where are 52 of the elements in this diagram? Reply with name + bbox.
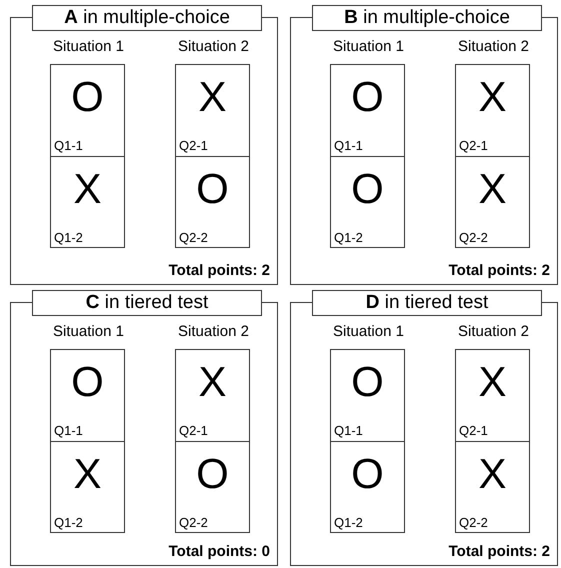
question-label: Q1-1	[54, 138, 83, 153]
answer-mark: X	[477, 73, 508, 121]
question-label: Q1-2	[54, 515, 83, 530]
situation-label: Situation 1	[332, 323, 405, 340]
answer-mark: X	[197, 73, 228, 121]
answer-mark: X	[197, 358, 228, 406]
situation-label: Situation 2	[177, 323, 250, 340]
question-label: Q1-2	[54, 230, 83, 245]
total-points-text: Total points: 2	[448, 543, 550, 560]
panel-title: D in tiered test	[312, 290, 542, 316]
situation-label: Situation 1	[332, 38, 405, 55]
panel-title: C in tiered test	[32, 290, 262, 316]
question-label: Q2-2	[179, 230, 208, 245]
total-points-text: Total points: 2	[448, 262, 550, 279]
situation-label: Situation 2	[457, 323, 530, 340]
panel-frame	[10, 290, 278, 566]
question-label: Q2-1	[179, 138, 208, 153]
question-label: Q2-2	[459, 515, 488, 530]
question-label: Q2-1	[459, 423, 488, 438]
answer-mark: O	[350, 165, 385, 213]
question-label: Q2-2	[179, 515, 208, 530]
panel-title: B in multiple-choice	[312, 5, 542, 31]
answer-mark: O	[350, 358, 385, 406]
situation-label: Situation 2	[177, 38, 250, 55]
total-points-text: Total points: 2	[168, 262, 270, 279]
question-label: Q1-1	[334, 138, 363, 153]
panel-title: A in multiple-choice	[32, 5, 262, 31]
question-label: Q1-1	[334, 423, 363, 438]
panel-frame	[290, 290, 558, 566]
panel-frame	[290, 5, 558, 285]
question-label: Q1-1	[54, 423, 83, 438]
answer-mark: X	[72, 165, 102, 213]
situation-label: Situation 2	[457, 38, 530, 55]
answer-mark: O	[350, 73, 385, 121]
total-points-text: Total points: 0	[168, 543, 270, 560]
question-label: Q1-2	[334, 515, 363, 530]
situation-label: Situation 1	[52, 38, 125, 55]
answer-mark: X	[477, 450, 508, 498]
answer-mark: X	[72, 450, 102, 498]
question-label: Q2-1	[459, 138, 488, 153]
answer-mark: O	[195, 450, 230, 498]
question-label: Q2-1	[179, 423, 208, 438]
answer-mark: O	[350, 450, 385, 498]
answer-mark: O	[70, 73, 105, 121]
question-label: Q1-2	[334, 230, 363, 245]
answer-mark: O	[70, 358, 105, 406]
answer-mark: X	[477, 358, 508, 406]
situation-label: Situation 1	[52, 323, 125, 340]
answer-mark: O	[195, 165, 230, 213]
panel-frame	[10, 5, 278, 285]
answer-mark: X	[477, 165, 508, 213]
question-label: Q2-2	[459, 230, 488, 245]
